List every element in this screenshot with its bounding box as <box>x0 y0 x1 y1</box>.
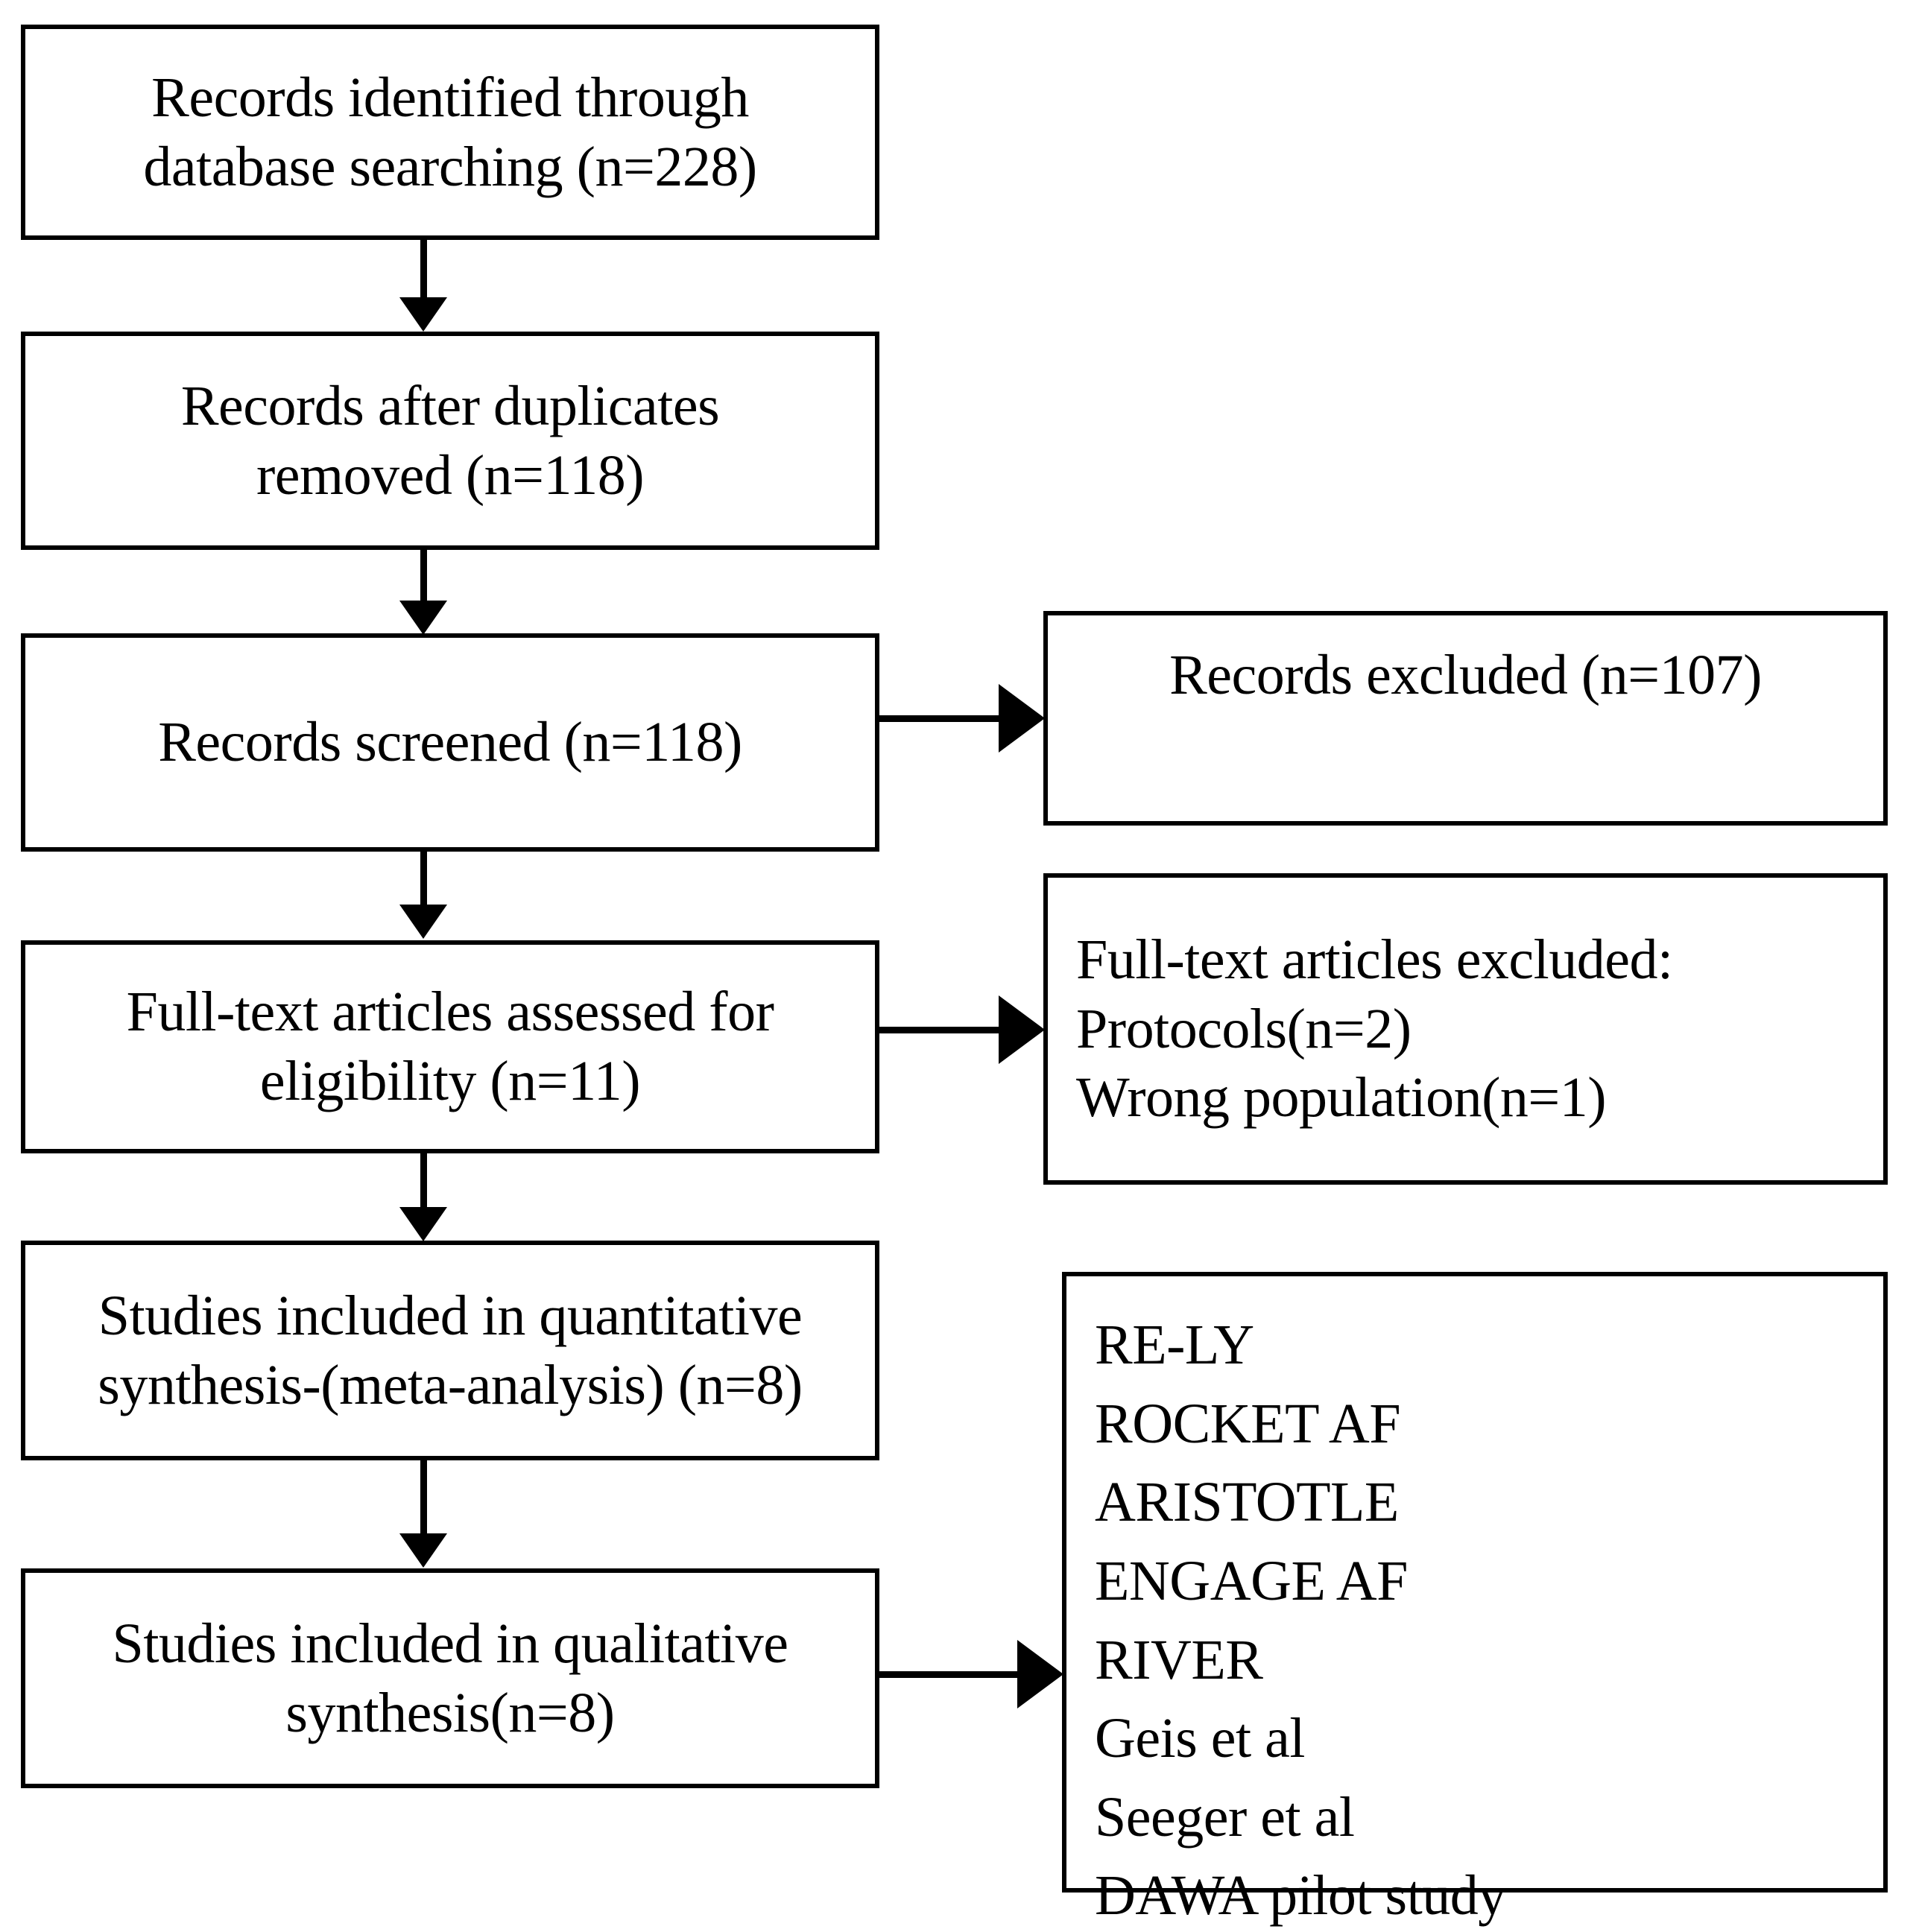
box-records-excluded-line1: Records excluded (n=107) <box>1169 644 1762 706</box>
box-records-identified-line1: Records identified through <box>151 66 749 129</box>
box-fulltext-excluded-line1: Full-text articles excluded: <box>1076 928 1673 991</box>
box-records-screened: Records screened (n=118) <box>21 633 879 852</box>
connector-fulltext-to-fulltext-excluded <box>879 1027 1002 1033</box>
box-qualitative-synthesis: Studies included in qualitative synthesi… <box>21 1568 879 1788</box>
included-study-item: Geis et al <box>1095 1707 1306 1770</box>
arrowhead-quantitative-to-qualitative <box>399 1533 447 1568</box>
box-fulltext-assessed-line1: Full-text articles assessed for <box>126 981 774 1044</box>
arrowhead-screened-to-records-excluded <box>999 684 1045 753</box>
included-study-item: RE-LY <box>1095 1314 1254 1376</box>
included-study-item: Seeger et al <box>1095 1785 1355 1849</box>
connector-identified-to-deduplicated <box>420 240 427 303</box>
included-study-item: ARISTOTLE <box>1095 1471 1399 1534</box>
connector-quantitative-to-qualitative <box>420 1460 427 1538</box>
box-records-identified: Records identified through database sear… <box>21 25 879 240</box>
box-records-excluded: Records excluded (n=107) <box>1043 611 1888 826</box>
included-study-item: ROCKET AF <box>1095 1392 1401 1455</box>
box-quantitative-synthesis-line1: Studies included in quantitative <box>98 1284 803 1347</box>
box-fulltext-excluded-line2: Protocols(n=2) <box>1076 997 1412 1060</box>
arrowhead-fulltext-to-fulltext-excluded <box>999 995 1045 1064</box>
arrowhead-fulltext-to-quantitative <box>399 1207 447 1241</box>
box-qualitative-synthesis-line2: synthesis(n=8) <box>285 1681 615 1744</box>
included-study-item: ENGAGE AF <box>1095 1549 1408 1612</box>
box-fulltext-assessed-line2: eligibility (n=11) <box>259 1050 641 1112</box>
included-study-item: RIVER <box>1095 1628 1263 1691</box>
box-qualitative-synthesis-line1: Studies included in qualitative <box>112 1612 788 1675</box>
box-fulltext-excluded-line3: Wrong population(n=1) <box>1076 1066 1607 1130</box>
connector-fulltext-to-quantitative <box>420 1153 427 1212</box>
box-fulltext-excluded: Full-text articles excluded: Protocols(n… <box>1043 873 1888 1185</box>
arrowhead-deduplicated-to-screened <box>399 601 447 635</box>
arrowhead-identified-to-deduplicated <box>399 297 447 332</box>
box-records-screened-line1: Records screened (n=118) <box>158 711 742 774</box>
box-records-after-duplicates-line2: removed (n=118) <box>256 443 645 507</box>
box-records-identified-line2: database searching (n=228) <box>143 135 757 198</box>
connector-qualitative-to-included-studies <box>879 1671 1021 1678</box>
included-study-item: DAWA pilot study <box>1095 1864 1506 1928</box>
connector-screened-to-records-excluded <box>879 715 1002 722</box>
connector-deduplicated-to-screened <box>420 550 427 606</box>
arrowhead-screened-to-fulltext <box>399 905 447 939</box>
box-records-after-duplicates: Records after duplicates removed (n=118) <box>21 332 879 550</box>
box-quantitative-synthesis: Studies included in quantitative synthes… <box>21 1241 879 1460</box>
box-quantitative-synthesis-line2: synthesis-(meta-analysis) (n=8) <box>98 1353 803 1416</box>
connector-screened-to-fulltext <box>420 852 427 910</box>
box-included-studies-list: RE-LY ROCKET AF ARISTOTLE ENGAGE AF RIVE… <box>1062 1272 1888 1927</box>
box-records-after-duplicates-line1: Records after duplicates <box>180 374 720 437</box>
arrowhead-qualitative-to-included-studies <box>1017 1640 1063 1708</box>
box-fulltext-assessed: Full-text articles assessed for eligibil… <box>21 940 879 1153</box>
